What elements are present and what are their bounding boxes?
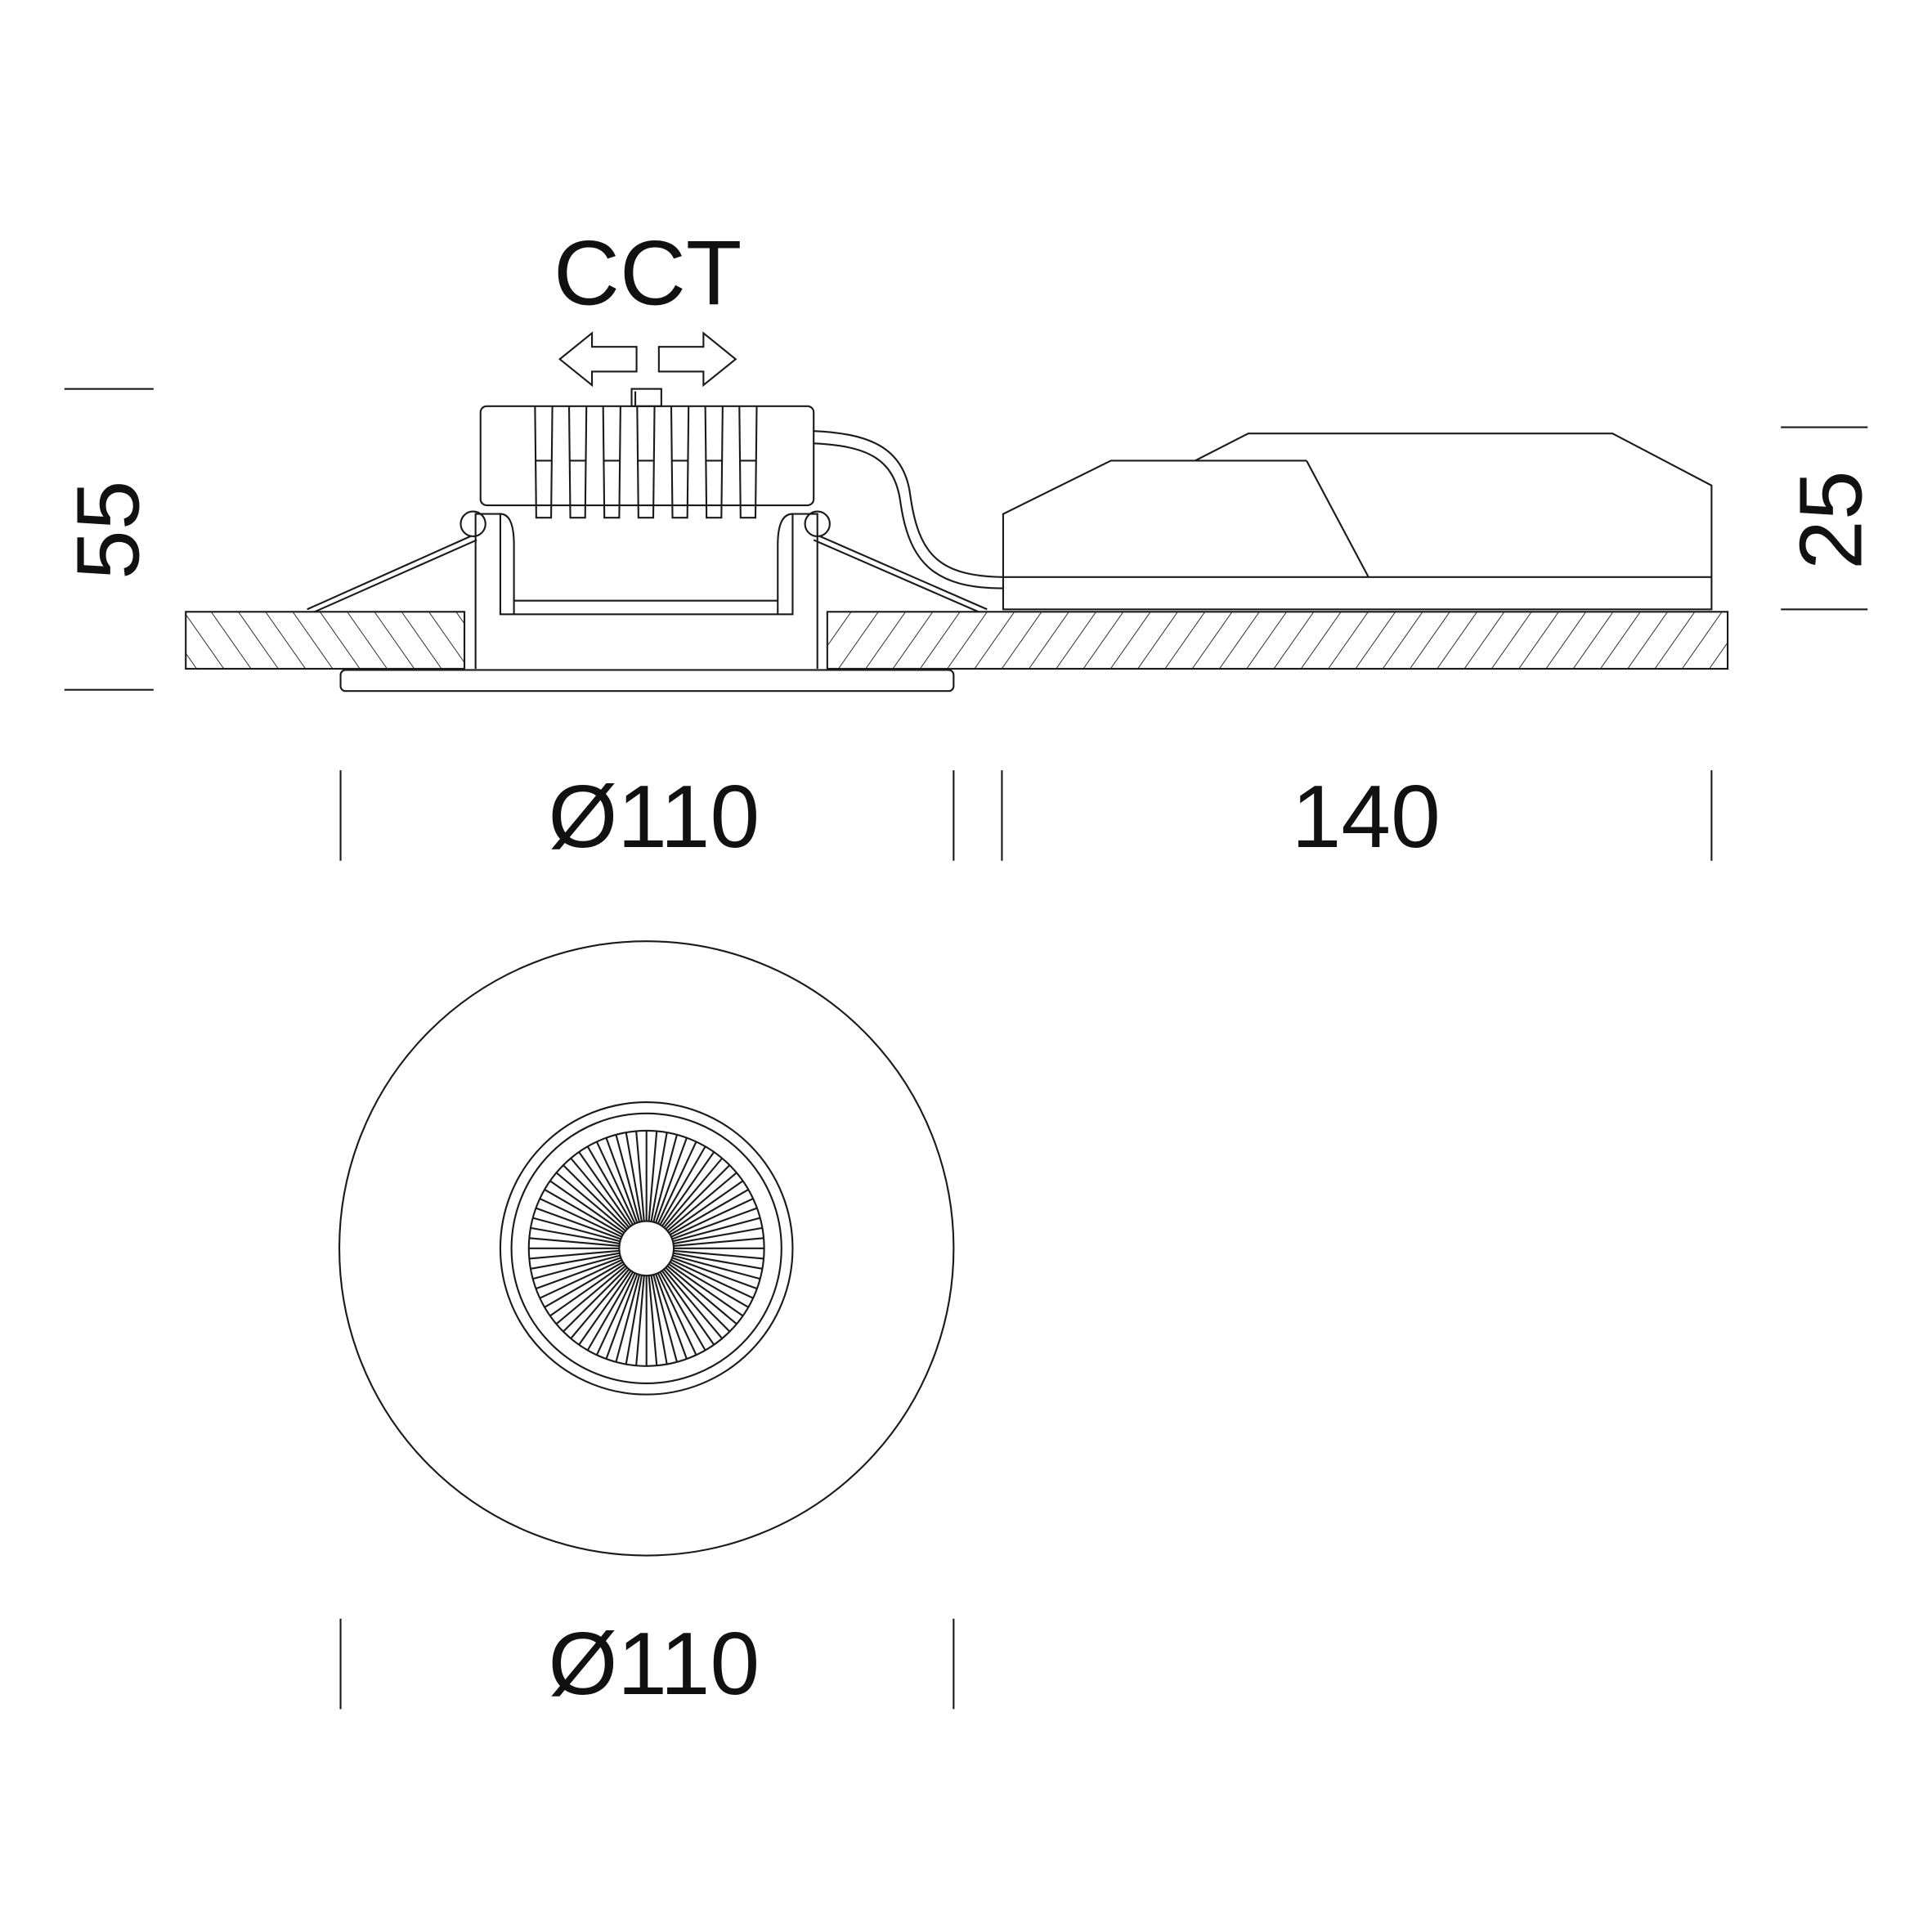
svg-text:140: 140 — [1292, 767, 1441, 867]
reflector-ray — [539, 1258, 622, 1299]
reflector-ray — [655, 1273, 688, 1360]
reflector-ray — [657, 1272, 697, 1356]
heatsink-fin — [704, 406, 724, 519]
heatsink — [479, 388, 815, 519]
height-dimension-25: 25 — [1781, 426, 1881, 611]
svg-text:Ø110: Ø110 — [548, 767, 760, 867]
fixture-trim — [339, 669, 955, 693]
heatsink-fin — [534, 406, 554, 519]
cct-label: CCT — [554, 222, 742, 325]
diameter-dimension-side: Ø110 — [339, 767, 955, 867]
reflector-ray — [673, 1249, 764, 1260]
reflector-ray — [635, 1131, 645, 1222]
reflector-ray — [544, 1188, 624, 1236]
heatsink-fin — [567, 406, 588, 519]
reflector-ray — [666, 1265, 737, 1325]
svg-text:Ø110: Ø110 — [548, 1614, 760, 1714]
reflector-ray — [605, 1137, 639, 1223]
reflector-ray — [648, 1131, 658, 1222]
reflector-ray — [668, 1263, 744, 1317]
reflector-ray — [549, 1180, 625, 1234]
reflector-ray — [595, 1272, 636, 1356]
reflector-ray — [532, 1254, 621, 1280]
reflector-ray — [530, 1252, 621, 1270]
svg-text:55: 55 — [59, 481, 159, 580]
reflector-ray — [659, 1271, 706, 1352]
reflector-ray — [673, 1237, 764, 1248]
reflector-ray — [671, 1257, 758, 1290]
reflector-ray — [652, 1274, 678, 1363]
reflector-ray — [671, 1207, 758, 1240]
reflector-ray — [673, 1252, 763, 1270]
reflector-ray — [650, 1132, 668, 1222]
reflector-ray — [586, 1145, 634, 1226]
heatsink-fin — [738, 406, 758, 519]
heatsink-fin — [670, 406, 690, 519]
reflector-ray — [668, 1180, 744, 1234]
reflector-ray — [578, 1151, 632, 1227]
reflector-ray — [670, 1188, 749, 1236]
reflector-ray — [650, 1275, 668, 1365]
reflector-ray — [536, 1207, 621, 1240]
reflector-ray — [652, 1134, 678, 1222]
reflector-ray — [595, 1141, 636, 1225]
reflector-ray — [657, 1141, 697, 1225]
reflector-ray — [673, 1226, 763, 1245]
reflector-ray — [672, 1217, 760, 1243]
reflector-ray — [544, 1261, 624, 1308]
reflector-ray — [670, 1258, 754, 1299]
reflector-ray — [570, 1268, 630, 1339]
reflector-ray — [586, 1271, 634, 1352]
reflector-ray — [625, 1132, 643, 1222]
reflector-ray — [665, 1164, 731, 1230]
driver-box — [1002, 433, 1713, 611]
reflector-ray — [661, 1270, 715, 1346]
heatsink-fin — [602, 406, 621, 519]
reflector-ray — [605, 1273, 639, 1360]
reflector-ray — [615, 1274, 641, 1363]
reflector-ray — [648, 1275, 658, 1366]
svg-text:25: 25 — [1782, 471, 1881, 570]
reflector-ray — [532, 1217, 621, 1243]
ceiling-section — [185, 611, 1729, 670]
height-dimension-55: 55 — [59, 388, 159, 691]
reflector-ray — [555, 1265, 626, 1325]
reflector-ray — [549, 1263, 625, 1317]
fixture-housing — [307, 510, 988, 669]
reflector-ray — [529, 1237, 620, 1248]
reflector-ray — [666, 1172, 737, 1232]
reflector-ray — [536, 1257, 621, 1290]
reflector-ray — [655, 1137, 688, 1223]
reflector-ray — [661, 1151, 715, 1227]
reflector-ray — [539, 1198, 622, 1238]
reflector-ray — [635, 1275, 645, 1366]
reflector-ray — [659, 1145, 706, 1226]
cct-arrows-icon — [558, 331, 737, 388]
diameter-dimension-bottom: Ø110 — [339, 1614, 955, 1714]
reflector-ray — [670, 1261, 749, 1308]
reflector-ray — [663, 1268, 724, 1339]
reflector-ray — [578, 1270, 632, 1346]
reflector-ray — [555, 1172, 626, 1232]
reflector-ray — [663, 1157, 724, 1229]
reflector-ray — [563, 1164, 628, 1230]
bottom-view — [338, 940, 955, 1557]
reflector-ray — [665, 1266, 731, 1333]
cable — [814, 430, 1003, 589]
reflector-ray — [625, 1275, 643, 1365]
reflector-ray — [563, 1266, 628, 1333]
reflector-ray — [615, 1134, 641, 1222]
reflector-ray — [570, 1157, 630, 1229]
reflector-ray — [672, 1254, 760, 1280]
length-dimension-140: 140 — [1001, 767, 1713, 867]
reflector-ray — [530, 1226, 621, 1245]
reflector-ray — [670, 1198, 754, 1238]
reflector-ray — [529, 1249, 620, 1260]
heatsink-fin — [636, 406, 656, 519]
